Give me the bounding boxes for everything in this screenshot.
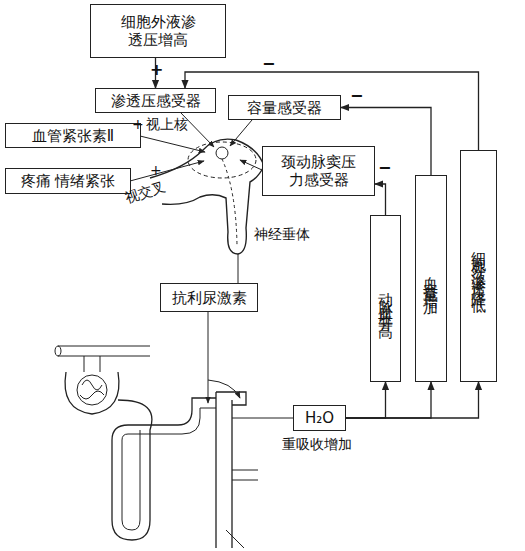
feedback-arrow <box>375 184 386 215</box>
input-arrow <box>140 136 205 152</box>
stimulus-box: 细胞外液渗透压增高 <box>90 4 226 58</box>
tubule <box>112 398 216 540</box>
effect-box: 血容量增加 <box>415 175 447 382</box>
process-label: 重吸收增加 <box>282 436 352 452</box>
node-text: 渗透压感受器 <box>111 92 201 110</box>
duct-branch <box>226 470 258 548</box>
sign-label: − <box>378 160 391 176</box>
hormone-arrow <box>208 312 209 403</box>
node-text: 血容量增加 <box>422 264 440 294</box>
nucleus-label: 视上核 <box>146 116 188 132</box>
node-text: 细胞外液渗透压降低 <box>470 239 488 293</box>
nerve-fibres <box>222 159 237 245</box>
sign-label: + <box>150 62 163 78</box>
vessel-end <box>55 346 61 356</box>
node-text: 血管紧张素Ⅱ <box>32 127 114 145</box>
feedback-arrow <box>185 72 479 150</box>
node-text: 颈动脉窦压力感受器 <box>280 153 358 189</box>
sign-label: − <box>350 88 363 104</box>
stimulus-box: 疼痛 情绪紧张 <box>5 168 131 194</box>
receptor-box: 容量感受器 <box>228 95 341 120</box>
hypothalamus-outline <box>150 139 264 254</box>
input-arrow <box>230 120 252 146</box>
release-line <box>238 254 239 283</box>
effect-box: 动脉血压升高 <box>370 215 401 382</box>
hormone-arrow <box>208 380 240 398</box>
stimulus-box: 血管紧张素Ⅱ <box>5 123 141 148</box>
tubule-inner <box>122 408 216 530</box>
afferent-arteriole <box>84 356 100 372</box>
receptor-box: 渗透压感受器 <box>95 88 216 113</box>
node-text: 细胞外液渗透压增高 <box>118 13 198 49</box>
input-arrow <box>130 161 204 181</box>
water-box: H₂O <box>293 405 346 431</box>
reabsorption-line <box>232 418 293 419</box>
sign-label: + <box>150 162 162 178</box>
effect-box: 细胞外液渗透压降低 <box>460 150 497 382</box>
node-text: 疼痛 情绪紧张 <box>21 172 116 190</box>
bowman-capsule <box>65 372 119 414</box>
receptor-box: 颈动脉窦压力感受器 <box>262 146 375 196</box>
feedback-arrow <box>346 382 479 418</box>
feedback-arrow <box>346 382 386 418</box>
glomerulus <box>77 375 107 405</box>
structure-label: 神经垂体 <box>254 226 310 242</box>
feedback-arrow <box>346 382 431 418</box>
sign-label: − <box>262 56 275 72</box>
node-text: H₂O <box>305 409 334 427</box>
node-text: 抗利尿激素 <box>172 289 247 307</box>
hormone-box: 抗利尿激素 <box>160 283 258 312</box>
input-arrow <box>240 160 262 170</box>
blood-vessel <box>58 346 150 356</box>
sign-label: + <box>132 116 144 132</box>
node-text: 容量感受器 <box>247 99 322 117</box>
supraoptic-nucleus <box>216 147 228 159</box>
glomerulus-loops <box>80 380 104 399</box>
node-text: 动脉血压升高 <box>377 281 395 317</box>
